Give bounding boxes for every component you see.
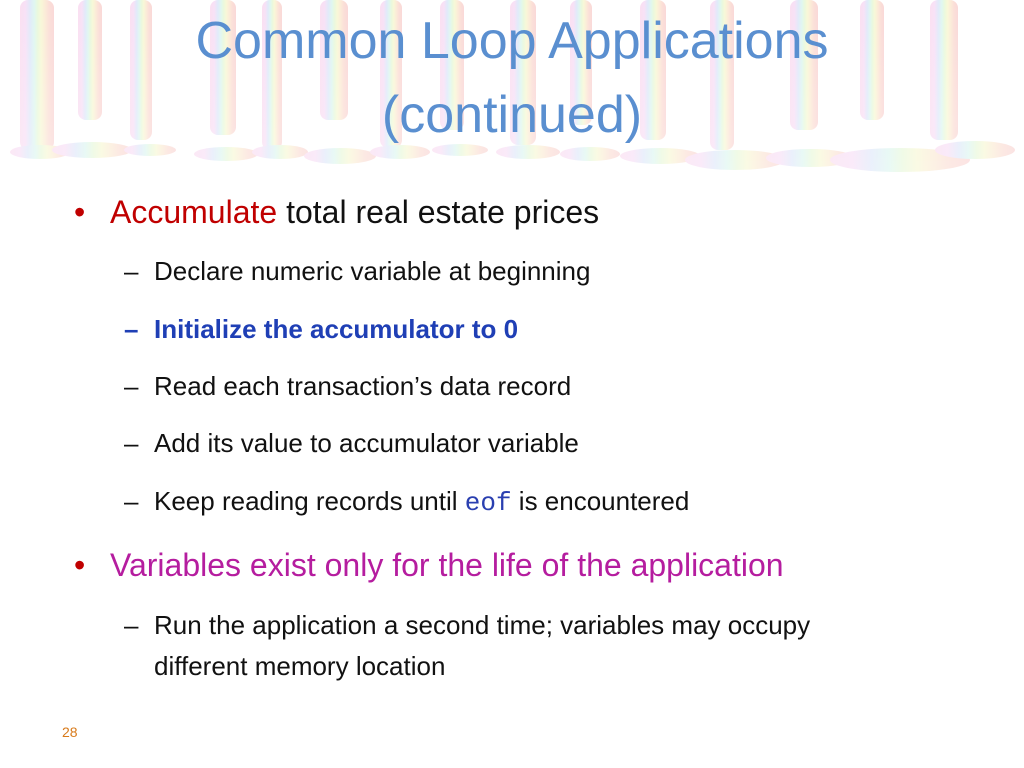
sub-bullet-text: different memory location [154,651,446,681]
dash-symbol: – [124,314,139,344]
sub-bullet-text-after: is encountered [511,486,690,516]
sub-bullet-text: Read each transaction’s data record [154,371,572,401]
bullet-highlight: Accumulate [110,194,278,230]
page-number: 28 [62,724,78,740]
dash-symbol: – [124,610,139,640]
bullet-text: Variables exist only for the life of the… [110,547,784,583]
sub-bullet-text: Add its value to accumulator variable [154,428,579,458]
bullet-symbol: • [74,547,86,583]
code-eof: eof [464,488,512,518]
paint-drip-background [0,0,1024,180]
sub-bullet-text: Declare numeric variable at beginning [154,256,591,286]
sub-bullet-text: Keep reading records until eof is encoun… [154,482,689,522]
dash-symbol: – [124,486,139,516]
dash-symbol: – [124,428,139,458]
slide-title-line-1: Common Loop Applications [195,12,829,70]
bullet-symbol: • [74,194,86,230]
sub-bullet-text: Initialize the accumulator to 0 [154,314,519,344]
bullet-text: Accumulate total real estate prices [110,192,599,232]
sub-bullet-text-before: Keep reading records until [154,486,465,516]
dash-symbol: – [124,371,139,401]
slide-title-line-2: (continued) [381,86,643,144]
sub-bullet-text: Run the application a second time; varia… [154,610,811,640]
dash-symbol: – [124,256,139,286]
slide-title: Common Loop Applications (continued) [0,4,1024,152]
bullet-rest: total real estate prices [277,194,600,230]
